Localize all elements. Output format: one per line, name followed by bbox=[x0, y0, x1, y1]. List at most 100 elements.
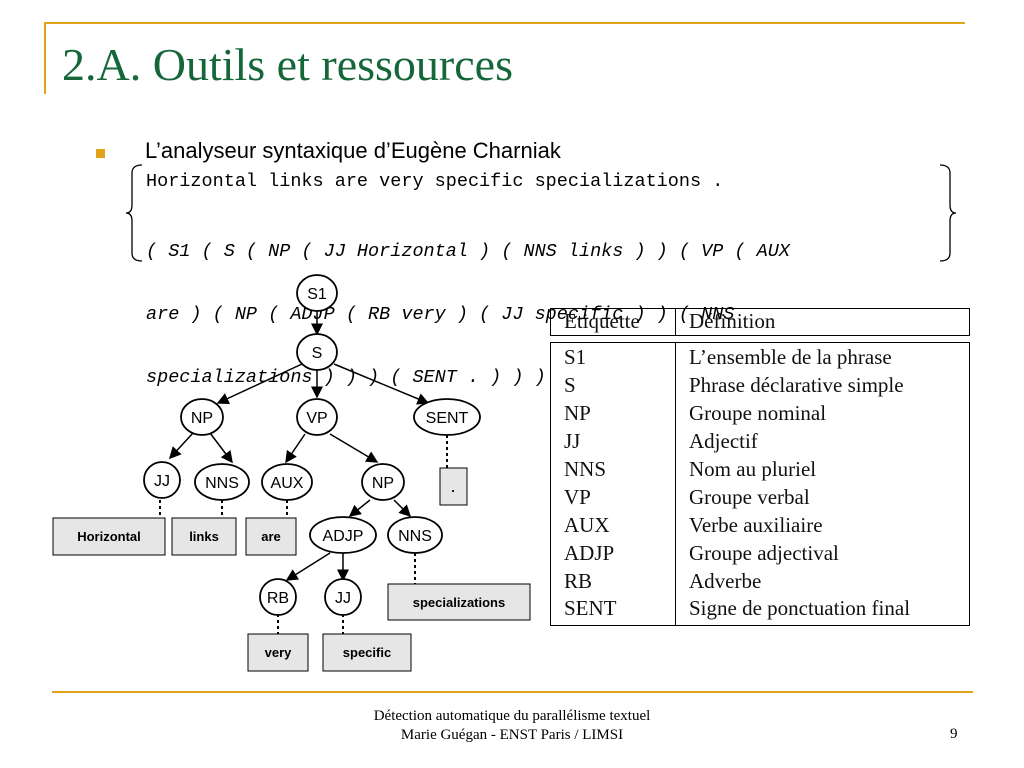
edge bbox=[216, 363, 303, 405]
leaf-are: are bbox=[261, 529, 281, 544]
leaf-box bbox=[387, 583, 531, 621]
tag-cell: NP bbox=[564, 401, 591, 425]
node-np: NP bbox=[191, 410, 213, 427]
node-ellipse bbox=[296, 274, 338, 312]
node-rb: RB bbox=[267, 590, 289, 607]
table-row: SENT Signe de ponctuation final bbox=[550, 596, 970, 624]
leaf-box bbox=[245, 517, 297, 556]
edge bbox=[348, 499, 371, 517]
leaf-specializations: specializations bbox=[413, 595, 505, 610]
right-brace bbox=[939, 164, 957, 262]
definition-cell: Groupe adjectival bbox=[689, 541, 839, 565]
node-ellipse bbox=[309, 516, 377, 554]
node-ellipse bbox=[296, 398, 338, 436]
footer-rule bbox=[52, 691, 973, 693]
footer: Détection automatique du parallélisme te… bbox=[0, 707, 1024, 745]
header-etiquette: Etiquette bbox=[564, 309, 640, 333]
node-aux: AUX bbox=[271, 475, 304, 492]
bullet-marker bbox=[96, 149, 105, 158]
node-s: S bbox=[312, 345, 323, 362]
definition-cell: Adjectif bbox=[689, 429, 758, 453]
table-row: NP Groupe nominal bbox=[550, 401, 970, 429]
tag-cell: RB bbox=[564, 569, 593, 593]
node-ellipse bbox=[324, 578, 362, 616]
definition-cell: Groupe nominal bbox=[689, 401, 827, 425]
definition-cell: Adverbe bbox=[689, 569, 762, 593]
table-header bbox=[550, 308, 970, 336]
tag-cell: S bbox=[564, 373, 576, 397]
leaf-box bbox=[247, 633, 309, 672]
footer-author: Marie Guégan - ENST Paris / LIMSI bbox=[400, 727, 624, 743]
parse-line: are ) ( NP ( ADJP ( RB very ) ( JJ speci… bbox=[146, 304, 735, 325]
parse-line: specializations ) ) ) ( SENT . ) ) ) bbox=[146, 367, 546, 388]
slide-title: 2.A. Outils et ressources bbox=[62, 39, 513, 90]
left-frame-line bbox=[44, 22, 46, 94]
footer-title: Détection automatique du parallélisme te… bbox=[373, 708, 651, 724]
table-row: JJ Adjectif bbox=[550, 429, 970, 457]
parse-output: ( S1 ( S ( NP ( JJ Horizontal ) ( NNS li… bbox=[146, 199, 946, 409]
leaf-very: very bbox=[265, 645, 293, 660]
node-ellipse bbox=[413, 398, 481, 436]
edge bbox=[329, 433, 379, 463]
node-jj-inner: JJ bbox=[335, 590, 351, 607]
table-row: RB Adverbe bbox=[550, 569, 970, 597]
edge bbox=[285, 552, 331, 581]
node-nns-inner: NNS bbox=[398, 528, 432, 545]
parse-line: ( S1 ( S ( NP ( JJ Horizontal ) ( NNS li… bbox=[146, 241, 790, 262]
table-row: NNS Nom au pluriel bbox=[550, 457, 970, 485]
node-ellipse bbox=[296, 333, 338, 371]
node-np-inner: NP bbox=[372, 475, 394, 492]
tag-cell: JJ bbox=[564, 429, 581, 453]
node-ellipse bbox=[261, 463, 313, 501]
node-ellipse bbox=[194, 463, 250, 501]
node-vp: VP bbox=[306, 410, 327, 427]
node-ellipse bbox=[259, 578, 297, 616]
leaf-box bbox=[439, 467, 468, 506]
leaf-box bbox=[52, 517, 166, 556]
table-row: ADJP Groupe adjectival bbox=[550, 541, 970, 569]
node-ellipse bbox=[143, 461, 181, 499]
leaf-links: links bbox=[189, 529, 219, 544]
tag-cell: VP bbox=[564, 485, 591, 509]
definition-cell: Phrase déclarative simple bbox=[689, 373, 904, 397]
table-row: S Phrase déclarative simple bbox=[550, 373, 970, 401]
edge bbox=[209, 432, 233, 464]
edge bbox=[285, 433, 306, 464]
definition-cell: Nom au pluriel bbox=[689, 457, 817, 481]
tag-cell: SENT bbox=[564, 596, 617, 620]
tag-cell: ADJP bbox=[564, 541, 615, 565]
leaf-box bbox=[171, 517, 237, 556]
node-ellipse bbox=[180, 398, 224, 436]
sentence-text: Horizontal links are very specific speci… bbox=[146, 171, 724, 192]
edge bbox=[333, 363, 430, 405]
leaf-box bbox=[322, 633, 412, 672]
leaf-horizontal: Horizontal bbox=[77, 529, 141, 544]
table-row: AUX Verbe auxiliaire bbox=[550, 513, 970, 541]
tag-table: Etiquette Définition S1 L’ensemble de la… bbox=[550, 308, 972, 626]
tag-cell: S1 bbox=[564, 345, 587, 369]
node-adjp: ADJP bbox=[323, 528, 364, 545]
node-nns: NNS bbox=[205, 475, 239, 492]
node-jj: JJ bbox=[154, 473, 170, 490]
definition-cell: Verbe auxiliaire bbox=[689, 513, 823, 537]
bullet-text: L’analyseur syntaxique d’Eugène Charniak bbox=[145, 138, 561, 163]
node-ellipse bbox=[361, 463, 405, 501]
leaf-specific: specific bbox=[343, 645, 391, 660]
tag-cell: AUX bbox=[564, 513, 610, 537]
node-s1: S1 bbox=[307, 286, 327, 303]
table-body bbox=[550, 342, 970, 626]
column-divider bbox=[675, 342, 676, 626]
node-sent: SENT bbox=[426, 410, 469, 427]
top-frame-line bbox=[44, 22, 965, 24]
edge bbox=[393, 499, 412, 518]
left-brace bbox=[125, 164, 143, 262]
table-row: VP Groupe verbal bbox=[550, 485, 970, 513]
leaf-period: . bbox=[451, 480, 455, 495]
definition-cell: L’ensemble de la phrase bbox=[689, 345, 892, 369]
definition-cell: Signe de ponctuation final bbox=[689, 596, 911, 620]
definition-cell: Groupe verbal bbox=[689, 485, 810, 509]
column-divider bbox=[675, 308, 676, 336]
tag-cell: NNS bbox=[564, 457, 607, 481]
edge bbox=[168, 432, 194, 460]
